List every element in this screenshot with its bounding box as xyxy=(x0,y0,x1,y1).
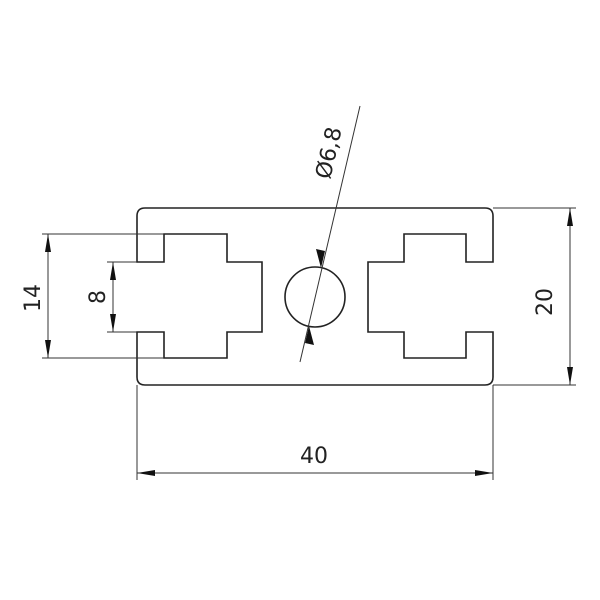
diameter-leader xyxy=(299,105,361,363)
dim-label-20: 20 xyxy=(533,288,558,316)
diameter-label: Ø6,8 xyxy=(311,125,347,182)
dim-label-14: 14 xyxy=(21,284,46,312)
dim-label-8: 8 xyxy=(86,290,111,304)
arrow xyxy=(110,314,116,332)
arrow xyxy=(567,208,573,226)
arrow xyxy=(475,470,493,476)
arrow xyxy=(45,234,51,252)
arrow xyxy=(110,262,116,280)
dim-label-40: 40 xyxy=(300,444,328,469)
arrow xyxy=(567,367,573,385)
center-hole xyxy=(284,266,346,328)
diameter-arrow-bottom xyxy=(305,326,314,345)
profile-outline xyxy=(136,207,494,386)
arrow xyxy=(45,340,51,358)
diameter-arrow-top xyxy=(316,249,325,268)
arrow xyxy=(137,470,155,476)
